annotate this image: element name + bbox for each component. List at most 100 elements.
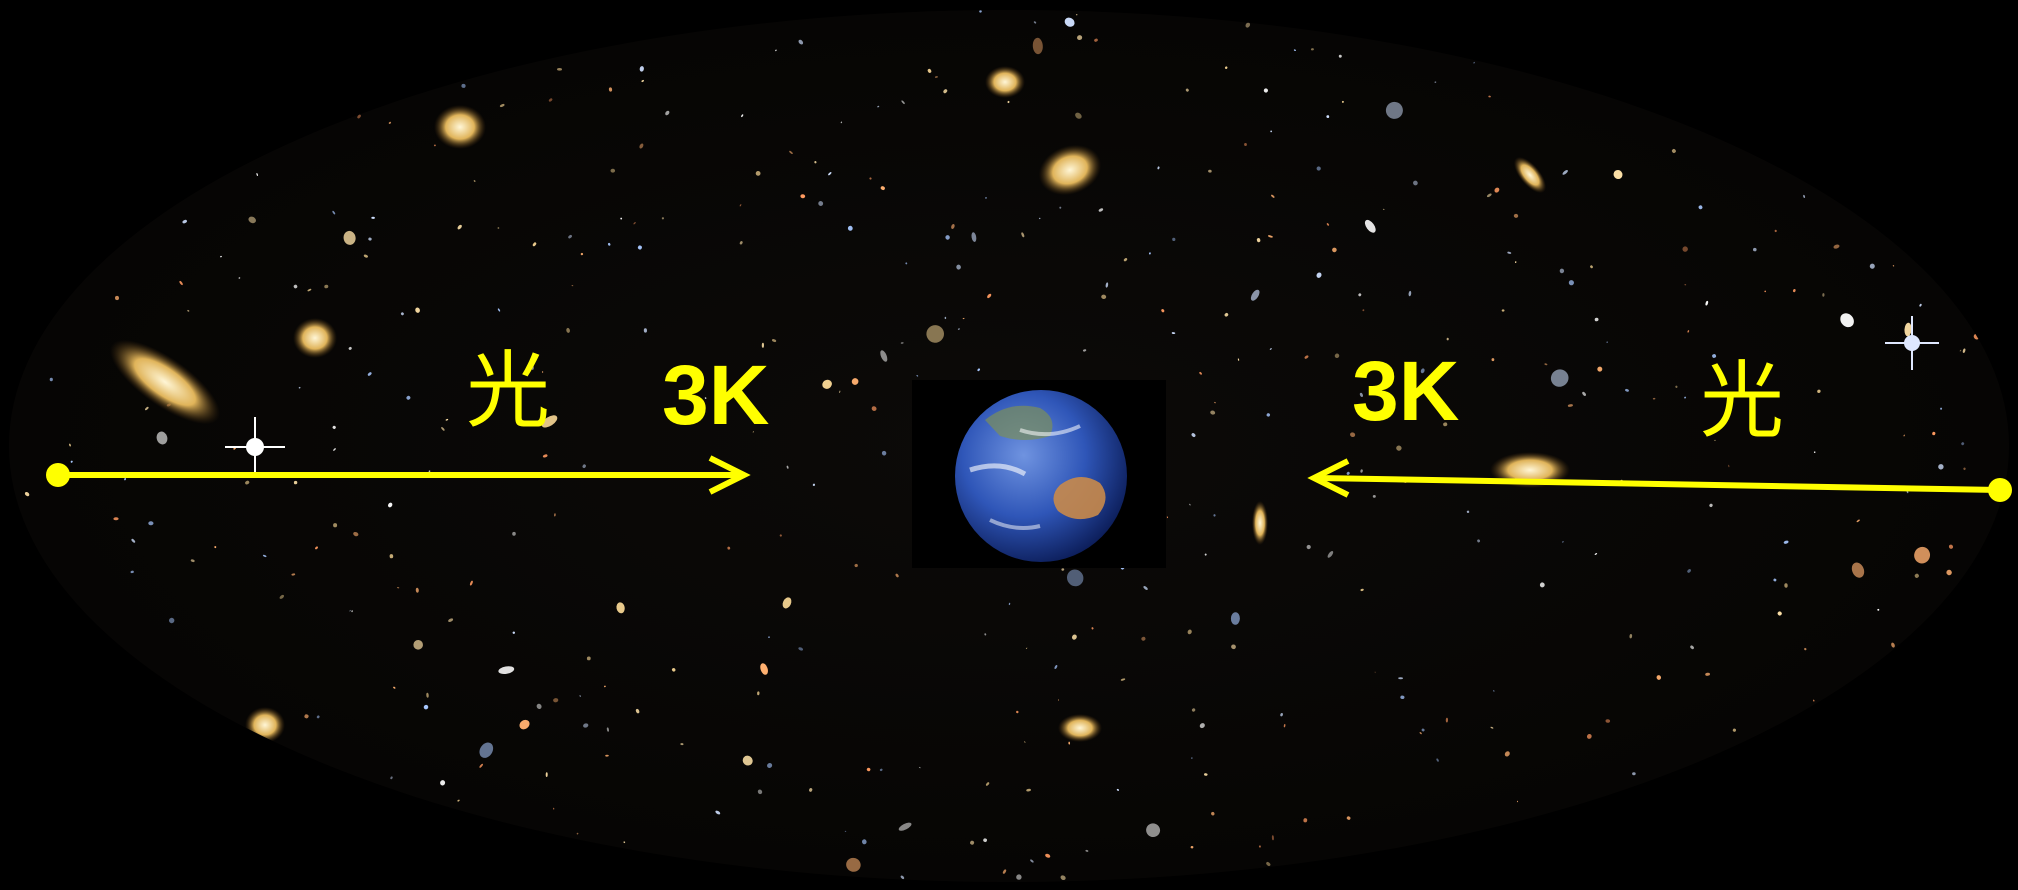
galaxy-speck [1705,672,1710,676]
galaxy-speck [1597,366,1603,372]
galaxy-speck [1304,355,1309,359]
galaxy-speck [1822,293,1825,297]
galaxy-speck [880,350,888,362]
galaxy-speck [1016,710,1019,714]
galaxy-speck [757,691,760,696]
galaxy-speck [1342,876,1351,882]
galaxy-speck [1283,724,1286,728]
galaxy-speck [680,743,684,746]
galaxy-speck [1025,647,1028,649]
galaxy-speck [620,217,623,220]
galaxy-speck [822,379,832,389]
galaxy-speck [390,776,393,780]
galaxy-speck [1856,519,1860,523]
galaxy-speck [610,168,616,173]
galaxy-speck [895,573,899,578]
galaxy-speck [782,597,792,609]
galaxy-speck [1143,586,1148,590]
galaxy-speck [178,125,183,131]
galaxy-speck [1938,464,1944,470]
galaxy-speck [1077,35,1083,41]
galaxy-speck [248,216,256,224]
galaxy-speck [1372,495,1376,498]
galaxy-speck [1687,569,1691,573]
galaxy-speck [1594,553,1598,555]
galaxy-speck [1675,385,1678,388]
galaxy-speck [1770,798,1774,803]
galaxy-speck [877,105,880,108]
galaxy-speck [1326,115,1330,118]
galaxy-speck [1420,368,1425,374]
galaxy-speck [545,772,548,777]
galaxy-speck [757,789,763,795]
galaxy-speck [298,386,301,389]
galaxy-speck [665,110,670,116]
galaxy-speck [1656,675,1662,680]
galaxy-speck [24,491,30,497]
galaxy-speck [786,465,789,469]
galaxy-speck [779,534,782,537]
galaxy-speck [293,480,298,485]
galaxy-speck [473,180,476,182]
galaxy-speck [1507,251,1512,254]
galaxy-speck [1191,708,1196,712]
right-arrow [1307,458,2012,502]
galaxy-speck [384,63,388,67]
galaxy-speck [1157,166,1160,170]
galaxy-icon [293,318,337,358]
galaxy-speck [326,841,332,846]
galaxy-speck [1693,58,1697,60]
galaxy-speck [1629,634,1633,639]
galaxy-speck [1146,823,1161,838]
galaxy-speck [333,448,336,451]
galaxy-speck [49,377,53,382]
galaxy-speck [1847,43,1857,60]
galaxy-speck [1443,422,1448,427]
galaxy-speck [1605,719,1611,723]
galaxy-speck [461,83,466,88]
galaxy-speck [363,254,368,258]
galaxy-speck [1712,354,1717,358]
galaxy-speck [279,594,285,599]
galaxy-speck [1774,229,1777,233]
galaxy-speck [333,523,338,528]
galaxy-speck [768,636,770,638]
galaxy-speck [32,65,36,69]
galaxy-speck [1958,697,1965,703]
galaxy-speck [1293,49,1296,51]
galaxy-speck [1237,358,1240,361]
galaxy-speck [389,554,394,559]
galaxy-speck [512,842,518,847]
galaxy-speck [970,840,975,845]
galaxy-speck [324,284,329,289]
galaxy-speck [1068,741,1071,745]
galaxy-speck [1408,290,1412,297]
galaxy-speck [677,15,681,20]
galaxy-speck [343,230,356,245]
galaxy-speck [371,216,375,219]
galaxy-speck [869,177,872,180]
galaxy-speck [59,757,63,761]
galaxy-speck [605,754,609,757]
galaxy-speck [1364,364,1370,372]
galaxy-speck [1516,800,1519,803]
galaxy-speck [1338,54,1342,58]
galaxy-speck [1632,772,1636,776]
left-arrow [46,455,751,495]
galaxy-speck [262,554,267,558]
galaxy-speck [415,587,419,593]
galaxy-speck [1931,116,1934,121]
galaxy-speck [1060,875,1066,881]
right-temperature-label: 3K [1352,344,1459,438]
galaxy-speck [247,142,251,145]
galaxy-speck [1400,695,1405,700]
galaxy-speck [423,704,429,710]
galaxy-speck [661,217,665,220]
galaxy-speck [1832,739,1835,742]
galaxy-speck [179,280,183,286]
galaxy-speck [1445,717,1449,723]
galaxy-speck [1442,870,1446,874]
galaxy-speck [1732,728,1736,732]
